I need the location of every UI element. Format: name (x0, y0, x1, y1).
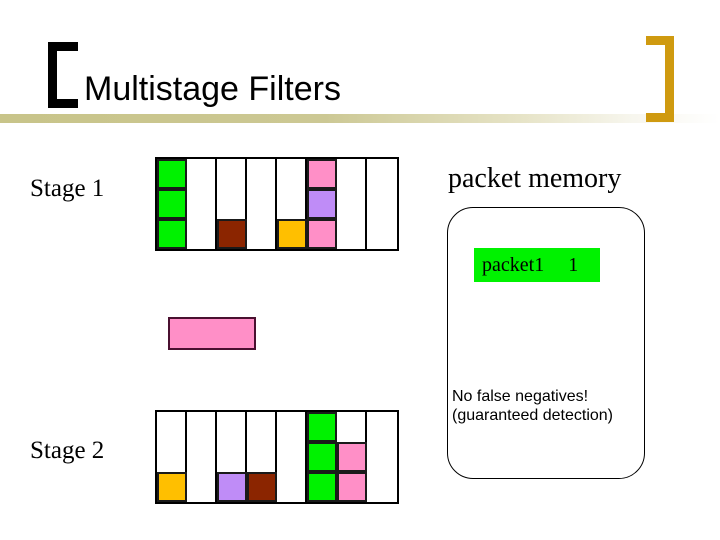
stage-1-cell-r2c2 (187, 189, 217, 219)
stage-2-cell-r2c2 (187, 442, 217, 472)
packet-entry-count: 1 (568, 253, 579, 276)
bracket-right-icon (646, 36, 674, 122)
stage-1-cell-r3c1 (157, 219, 187, 249)
stage-2-cell-r3c7 (337, 472, 367, 502)
stage-1-grid (155, 157, 399, 251)
stage-2-cell-r2c3 (217, 442, 247, 472)
stage-2-cell-r2c1 (157, 442, 187, 472)
stage-2-cell-r1c6 (307, 412, 337, 442)
stage-2-cell-r3c5 (277, 472, 307, 502)
stage-2-label: Stage 2 (30, 437, 105, 464)
packet-entry-name: packet1 (482, 253, 545, 276)
stage-1-cell-r2c5 (277, 189, 307, 219)
stage-1-cell-r1c6 (307, 159, 337, 189)
stage-1-cell-r3c2 (187, 219, 217, 249)
stage-1-cell-r2c1 (157, 189, 187, 219)
stage-1-cell-r3c4 (247, 219, 277, 249)
bracket-left-icon (48, 42, 78, 108)
stage-1-cell-r2c4 (247, 189, 277, 219)
stage-2-cell-r1c8 (367, 412, 397, 442)
stage-1-cell-r2c3 (217, 189, 247, 219)
stage-2-cell-r1c2 (187, 412, 217, 442)
stage-2-cell-r3c6 (307, 472, 337, 502)
stage-1-cell-r1c2 (187, 159, 217, 189)
stage-1-cell-r1c5 (277, 159, 307, 189)
note-line-2: (guaranteed detection) (452, 407, 613, 424)
stage-2-cell-r3c3 (217, 472, 247, 502)
stage-1-cell-r2c8 (367, 189, 397, 219)
stage-2-grid (155, 410, 399, 504)
page-title: Multistage Filters (84, 70, 341, 108)
stage-1-label: Stage 1 (30, 175, 105, 202)
stage-1-cell-r3c7 (337, 219, 367, 249)
stage-1-cell-r3c6 (307, 219, 337, 249)
stage-1-cell-r1c4 (247, 159, 277, 189)
packet-memory-entry: packet1 1 (474, 248, 600, 282)
stage-1-cell-r1c3 (217, 159, 247, 189)
stage-2-cell-r2c6 (307, 442, 337, 472)
stage-2-cell-r1c4 (247, 412, 277, 442)
stage-2-cell-r3c1 (157, 472, 187, 502)
stage-1-cell-r3c5 (277, 219, 307, 249)
stage-1-cell-r3c3 (217, 219, 247, 249)
stage-1-cell-r1c1 (157, 159, 187, 189)
note-line-1: No false negatives! (452, 388, 589, 405)
stage-2-cell-r1c7 (337, 412, 367, 442)
title-divider-rule (0, 114, 720, 123)
stage-2-cell-r2c7 (337, 442, 367, 472)
stage-1-cell-r1c7 (337, 159, 367, 189)
stage-2-cell-r3c2 (187, 472, 217, 502)
stage-1-cell-r2c6 (307, 189, 337, 219)
stage-2-cell-r2c4 (247, 442, 277, 472)
no-false-negatives-note: No false negatives! (guaranteed detectio… (452, 387, 652, 425)
counter-bar (168, 317, 256, 350)
stage-2-cell-r1c1 (157, 412, 187, 442)
stage-2-cell-r1c5 (277, 412, 307, 442)
stage-2-cell-r2c5 (277, 442, 307, 472)
stage-2-cell-r3c4 (247, 472, 277, 502)
stage-1-cell-r1c8 (367, 159, 397, 189)
stage-1-cell-r2c7 (337, 189, 367, 219)
stage-2-cell-r1c3 (217, 412, 247, 442)
packet-memory-title: packet memory (448, 163, 622, 194)
stage-1-cell-r3c8 (367, 219, 397, 249)
stage-2-cell-r2c8 (367, 442, 397, 472)
stage-2-cell-r3c8 (367, 472, 397, 502)
